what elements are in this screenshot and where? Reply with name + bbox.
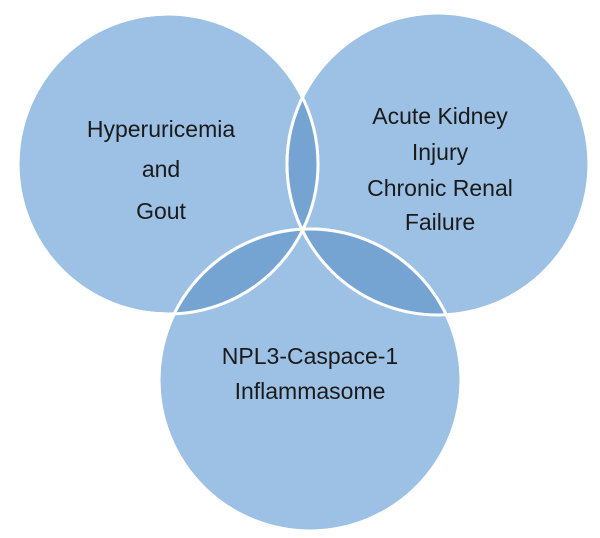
label-right-line-1: Acute Kidney xyxy=(372,103,508,129)
label-right-line-4: Failure xyxy=(405,209,475,235)
label-left-line-1: Hyperuricemia xyxy=(87,116,235,142)
label-right-line-2: Injury xyxy=(412,139,469,165)
label-bottom-line-2: Inflammasome xyxy=(235,378,386,404)
label-left-line-2: and xyxy=(142,156,180,182)
circle-edge-bottom xyxy=(157,227,463,533)
circle-edge-right xyxy=(285,11,591,317)
label-bottom-line-1: NPL3-Caspace-1 xyxy=(222,343,398,369)
circle-edge-left xyxy=(16,12,320,316)
label-left-line-3: Gout xyxy=(136,198,186,224)
label-right-line-3: Chronic Renal xyxy=(367,175,513,201)
